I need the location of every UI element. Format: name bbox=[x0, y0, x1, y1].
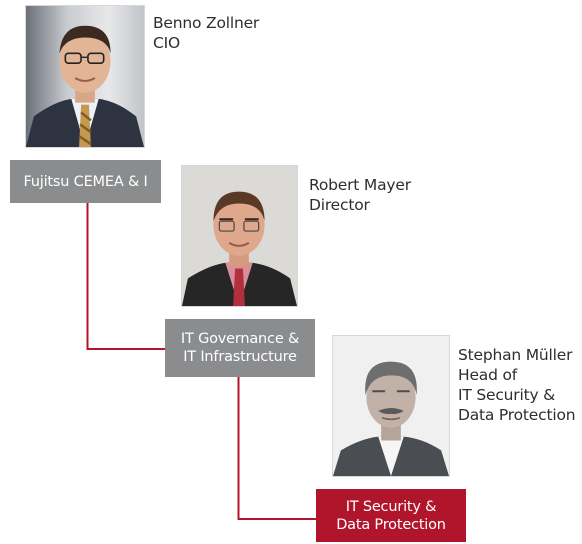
person-name: Benno Zollner bbox=[153, 14, 260, 32]
person-name: Stephan Müller bbox=[458, 346, 573, 364]
person-info-robert-mayer: Robert Mayer Director bbox=[309, 175, 411, 215]
person-name: Robert Mayer bbox=[309, 176, 411, 194]
unit-label-line-1: IT Governance & bbox=[180, 331, 300, 347]
org-unit-it-security: IT Security & Data Protection bbox=[316, 489, 466, 542]
org-unit-it-governance: IT Governance & IT Infrastructure bbox=[165, 319, 315, 377]
unit-label-line-2: IT Infrastructure bbox=[183, 349, 297, 365]
person-title-line-2: IT Security & bbox=[458, 386, 556, 404]
person-title: Director bbox=[309, 196, 370, 214]
portrait-photo-benno-zollner bbox=[25, 5, 145, 148]
person-info-stephan-mueller: Stephan Müller Head of IT Security & Dat… bbox=[458, 345, 576, 425]
person-info-benno-zollner: Benno Zollner CIO bbox=[153, 13, 259, 53]
person-title: CIO bbox=[153, 34, 180, 52]
person-title-line-1: Head of bbox=[458, 366, 517, 384]
portrait-photo-robert-mayer bbox=[181, 165, 298, 307]
connector-governance-to-security bbox=[237, 377, 316, 520]
unit-label-line-1: IT Security & bbox=[345, 498, 437, 515]
unit-label: Fujitsu CEMEA & I bbox=[23, 173, 148, 190]
portrait-photo-stephan-mueller bbox=[332, 335, 450, 477]
unit-label-line-2: Data Protection bbox=[336, 516, 446, 533]
org-unit-fujitsu-cemea: Fujitsu CEMEA & I bbox=[10, 160, 161, 203]
connector-cemea-to-governance bbox=[86, 203, 165, 350]
person-title-line-3: Data Protection bbox=[458, 406, 576, 424]
